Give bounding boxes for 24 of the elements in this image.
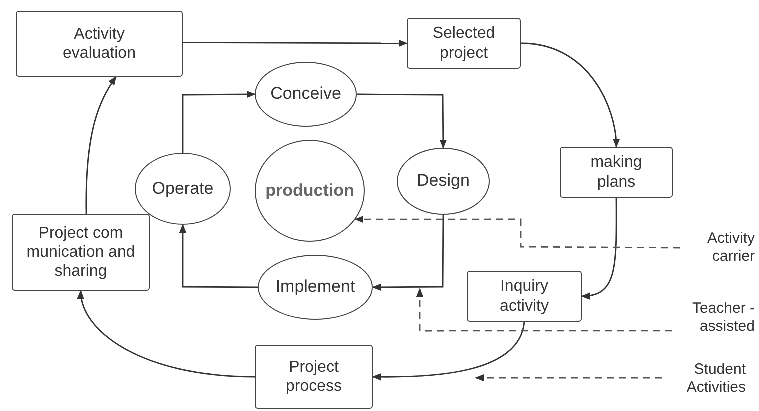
dashed-arrow <box>416 288 672 332</box>
arrow <box>357 94 448 149</box>
arrow <box>78 290 256 378</box>
arrow <box>179 224 258 288</box>
arrow <box>372 322 526 381</box>
stage-ellipse: Implement <box>258 255 373 320</box>
stage-ellipse: Design <box>397 148 490 215</box>
arrow <box>581 198 618 300</box>
process-box: Project process <box>255 345 373 409</box>
process-box: Inquiry activity <box>467 271 582 322</box>
stage-ellipse: Conceive <box>255 62 357 127</box>
dashed-arrow <box>354 216 680 249</box>
process-box: Project com munication and sharing <box>12 214 150 291</box>
process-box: making plans <box>560 147 673 198</box>
process-box: Activity evaluation <box>16 11 183 77</box>
stage-ellipse: Operate <box>135 153 231 225</box>
arrow <box>520 42 620 148</box>
arrow <box>183 40 408 48</box>
arrow <box>86 76 117 214</box>
dashed-arrow <box>475 374 662 382</box>
arrow <box>182 90 256 153</box>
stage-ellipse: production <box>255 140 365 242</box>
arrow <box>372 215 444 292</box>
process-box: Selected project <box>407 18 521 69</box>
